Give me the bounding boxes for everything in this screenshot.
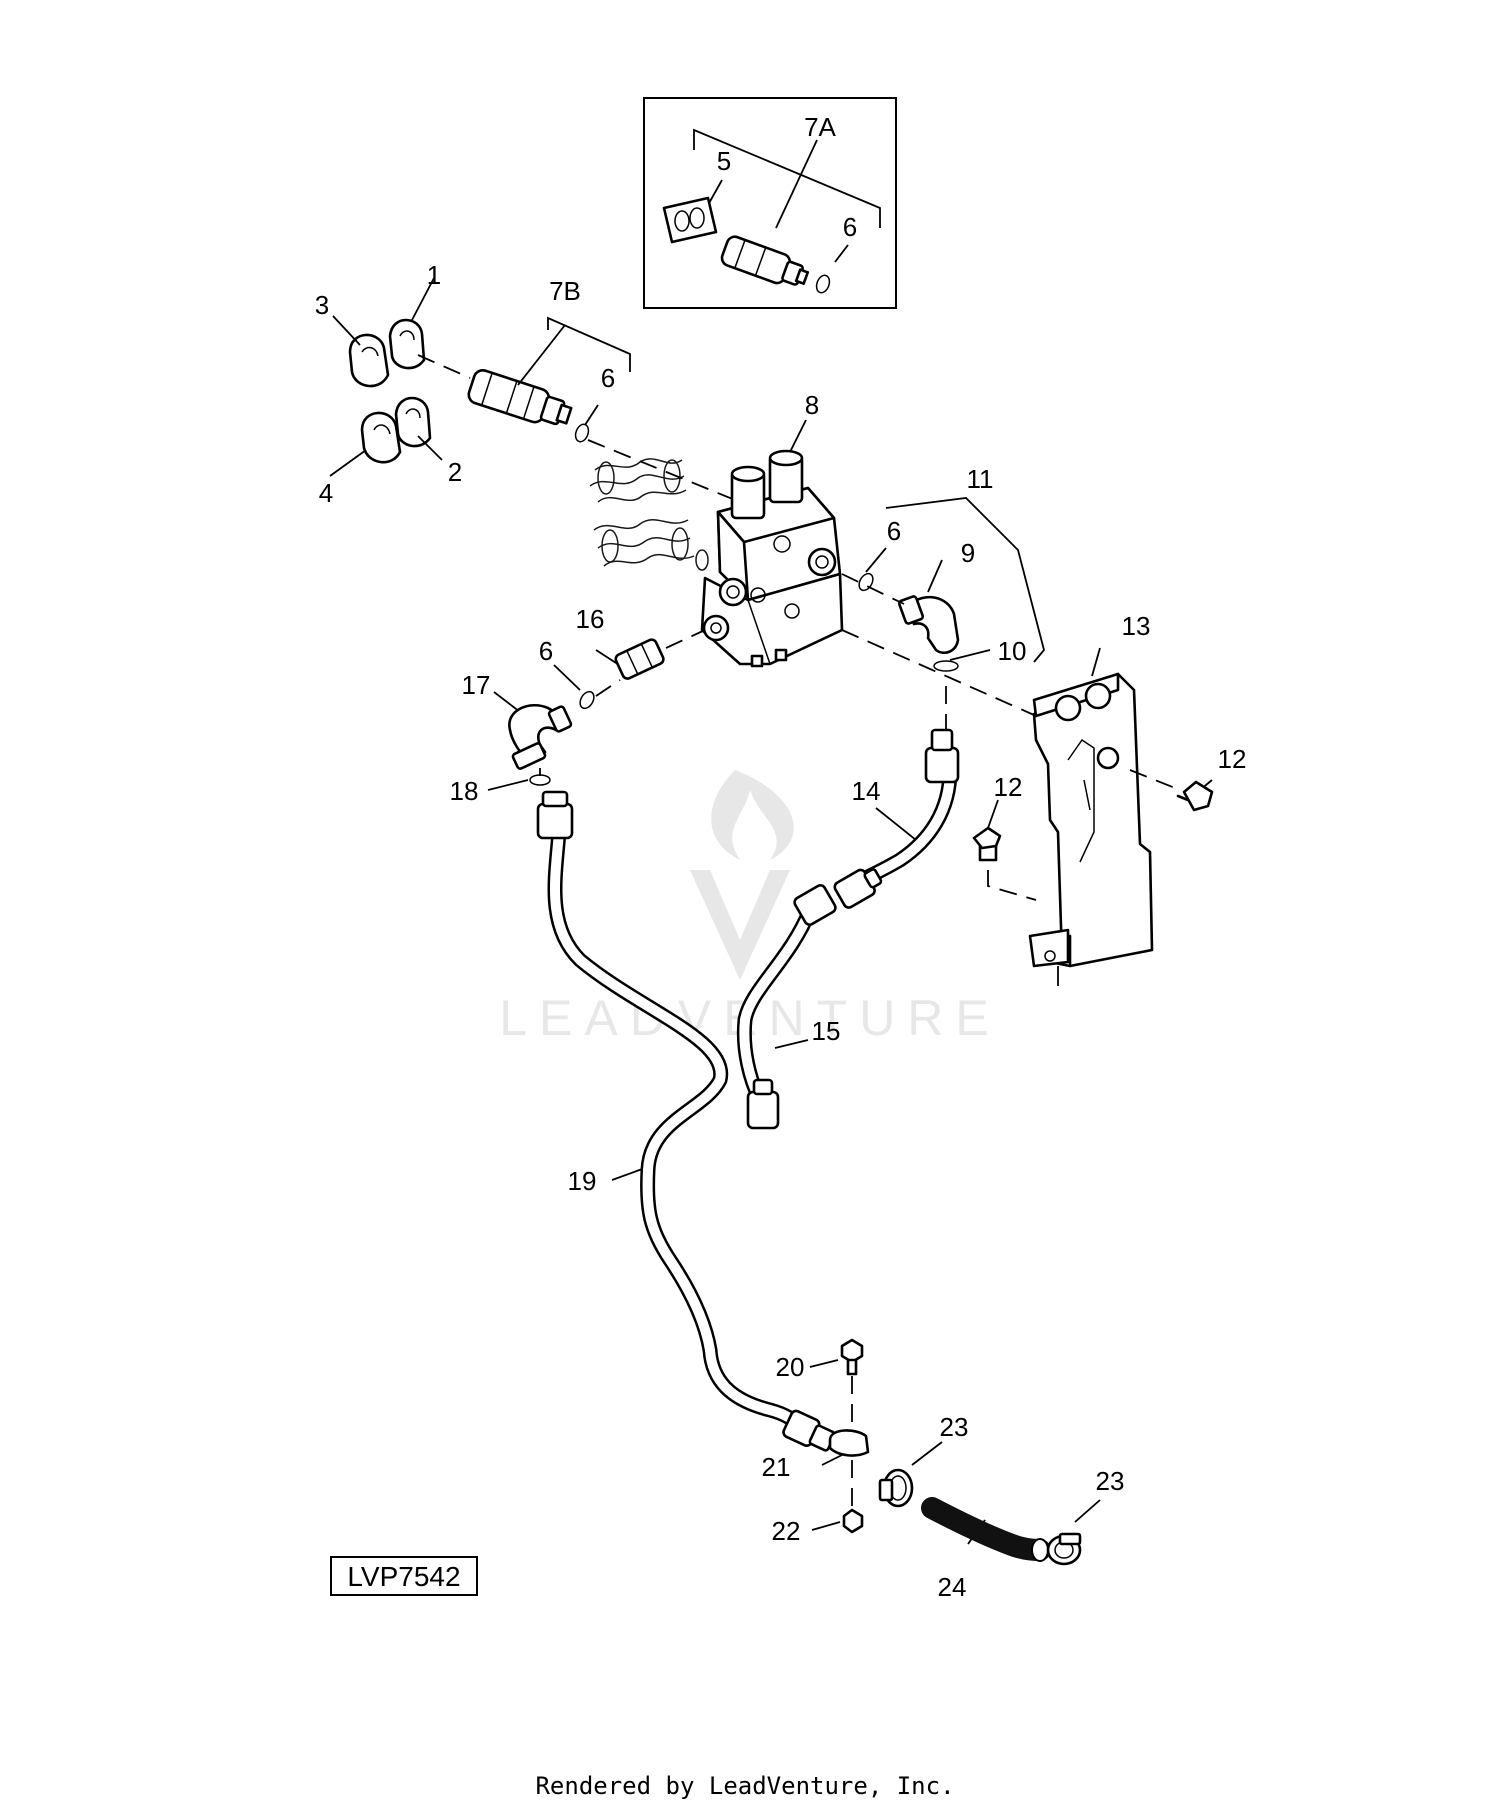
callout-7b: 7B <box>549 276 581 306</box>
callout-10: 10 <box>998 636 1027 666</box>
bracket-11 <box>885 497 1045 663</box>
part-8-control-valve <box>700 449 844 668</box>
callout-8: 8 <box>805 390 819 420</box>
callout-1: 1 <box>427 260 441 290</box>
part-23-clamp-left <box>878 1468 914 1508</box>
part-21-clip <box>828 1429 870 1457</box>
part-15-hose <box>736 884 837 1130</box>
callout-19: 19 <box>568 1166 597 1196</box>
part-6-oring-16 <box>579 690 595 710</box>
figure-id: LVP7542 <box>347 1561 460 1592</box>
callout-22: 22 <box>772 1516 801 1546</box>
callout-17: 17 <box>462 670 491 700</box>
part-19-hose <box>536 790 836 1452</box>
part-7b-coupler <box>467 369 573 426</box>
spool-springs <box>589 458 709 571</box>
part-7a-coupler <box>720 235 810 286</box>
part-3-dust-cap <box>348 333 390 388</box>
callout-6-inset: 6 <box>843 212 857 242</box>
part-16-fitting <box>614 638 665 680</box>
callout-14: 14 <box>852 776 881 806</box>
part-12-bolt-right <box>1129 769 1214 812</box>
part-23-clamp-right <box>1046 1532 1082 1566</box>
part-17-elbow <box>508 703 573 770</box>
callout-15: 15 <box>812 1016 841 1046</box>
footer-text: Rendered by LeadVenture, Inc. <box>535 1772 954 1800</box>
part-24-hose <box>921 1497 1051 1562</box>
callout-4: 4 <box>319 478 333 508</box>
callout-18: 18 <box>450 776 479 806</box>
part-22-nut <box>842 1508 864 1534</box>
part-5-orings <box>662 196 718 244</box>
callout-16: 16 <box>576 604 605 634</box>
part-20-bolt <box>840 1338 864 1376</box>
figure-id-box: LVP7542 <box>330 1556 478 1596</box>
part-18-oring <box>529 774 551 786</box>
callout-20: 20 <box>776 1352 805 1382</box>
callout-13: 13 <box>1122 611 1151 641</box>
callout-9: 9 <box>961 538 975 568</box>
callout-3: 3 <box>315 290 329 320</box>
callout-7a: 7A <box>804 112 836 142</box>
callout-24: 24 <box>938 1572 967 1602</box>
part-6-oring-inset <box>815 274 831 294</box>
part-9-elbow <box>897 595 960 654</box>
inset-7a <box>643 97 897 309</box>
callout-11: 11 <box>967 464 994 494</box>
callout-21: 21 <box>762 1452 791 1482</box>
callout-12-right: 12 <box>1218 744 1247 774</box>
callout-2: 2 <box>448 457 462 487</box>
callout-6-fitting: 6 <box>539 636 553 666</box>
part-12-bolt-left <box>972 826 1037 901</box>
callout-6-elbow: 6 <box>887 516 901 546</box>
part-6-oring-coupler <box>574 423 590 443</box>
part-4-dust-cap <box>360 411 402 464</box>
callout-5: 5 <box>717 146 731 176</box>
part-14-hose <box>833 728 960 909</box>
callout-23-left: 23 <box>940 1412 969 1442</box>
part-6-oring-9 <box>858 572 874 592</box>
callout-23-right: 23 <box>1096 1466 1125 1496</box>
callout-12-left: 12 <box>994 772 1023 802</box>
part-1-dust-cap <box>388 318 426 370</box>
part-10-oring <box>933 660 959 672</box>
part-13-bracket <box>1028 672 1154 986</box>
callout-6-coupler: 6 <box>601 363 615 393</box>
part-2-dust-cap <box>394 396 432 448</box>
callout-labels: 7A 5 6 7B 1 3 6 8 2 4 11 6 9 13 16 10 6 … <box>315 112 1247 1602</box>
